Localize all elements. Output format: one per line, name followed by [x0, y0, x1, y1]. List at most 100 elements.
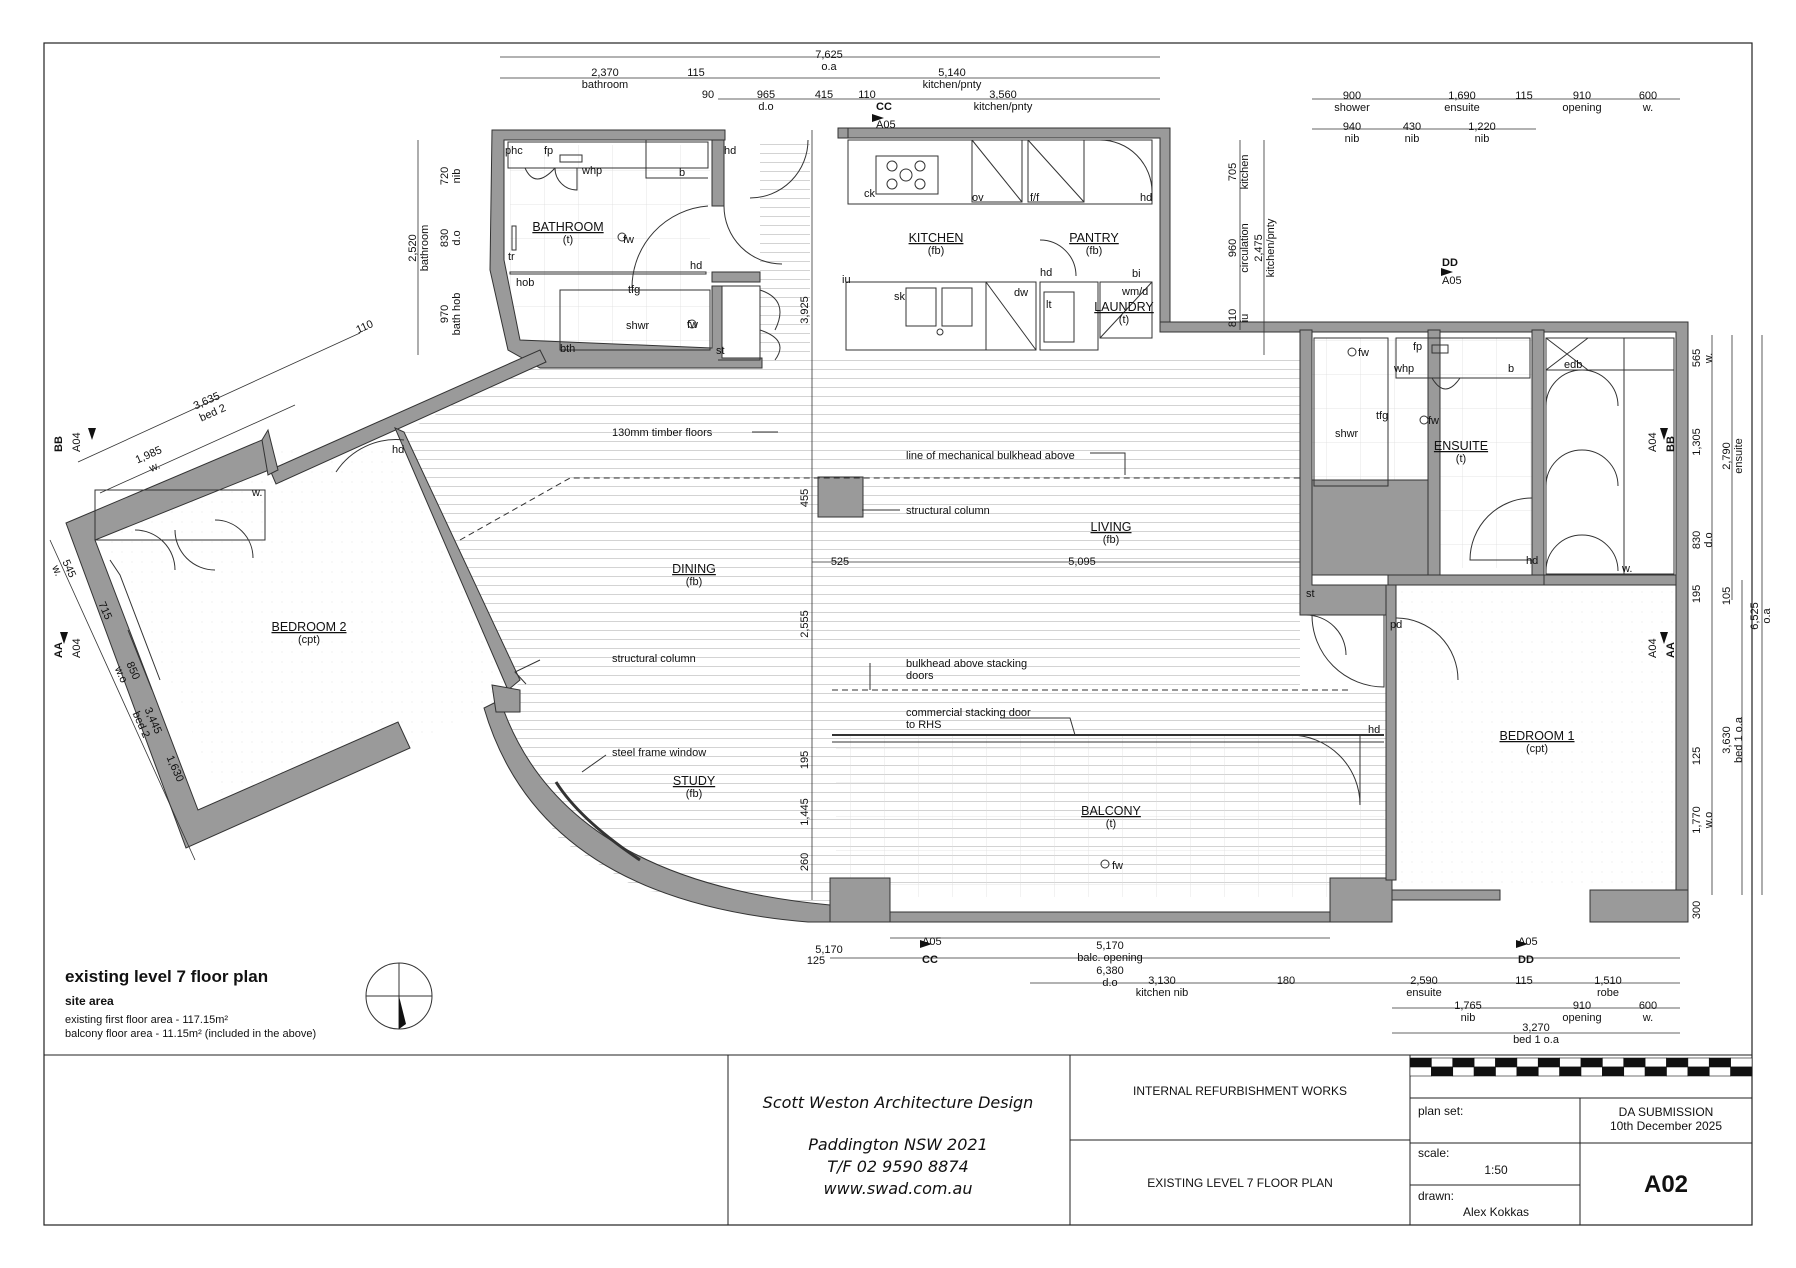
dim-b3-3: 115 — [1515, 975, 1533, 987]
scale-bar-cell — [1623, 1066, 1646, 1077]
note-steel-window: steel frame window — [612, 747, 706, 759]
fixture-hd-balcony: hd — [1368, 724, 1380, 736]
dim-r-6525: 6,525 — [1749, 602, 1761, 630]
dim-b4-1: 910 — [1573, 1000, 1591, 1012]
scale-value: 1:50 — [1484, 1163, 1508, 1177]
dim-b4-0-label: nib — [1461, 1012, 1476, 1024]
dim-top2-0-label: bathroom — [582, 79, 628, 91]
dim-top2-2-label: kitchen/pnty — [923, 79, 982, 91]
fixture-fw-shower: fw — [687, 319, 698, 331]
scale-bar-cell — [1687, 1066, 1710, 1077]
scale-bar-cell — [1644, 1057, 1667, 1068]
fixture-ck: ck — [864, 188, 876, 200]
fixture-hd-4: hd — [1040, 267, 1052, 279]
note-stacking-door-2: to RHS — [906, 719, 941, 731]
room-laundry-finish: (t) — [1119, 314, 1129, 326]
scale-bar-cell — [1452, 1057, 1475, 1068]
fixture-labels: phc fp whp b fw tr hob tfg shwr fw bth s… — [251, 145, 1632, 872]
scale-bar-cell — [1495, 1066, 1518, 1077]
dim-top3-3: 110 — [858, 89, 876, 101]
dim-bottom-125: 125 — [807, 955, 825, 967]
dim-r-125: 125 — [1691, 747, 1703, 765]
walls — [65, 127, 1689, 923]
section-marker-flags — [60, 114, 1668, 948]
dim-top2-0: 2,370 — [591, 67, 619, 79]
dim-b4-2: 600 — [1639, 1000, 1657, 1012]
scale-bar-cell — [1537, 1057, 1560, 1068]
room-balcony-name: BALCONY — [1081, 804, 1141, 818]
fixture-b-ensuite: b — [1508, 363, 1514, 375]
fixture-iu: iu — [842, 274, 851, 286]
dim-r-105: 105 — [1721, 587, 1733, 605]
dim-bottom-balc-label: balc. opening — [1077, 952, 1142, 964]
dim-top3-0: 90 — [702, 89, 714, 101]
dim-top2-2: 5,140 — [938, 67, 966, 79]
note-timber-floors: 130mm timber floors — [612, 427, 713, 439]
fixture-sk: sk — [894, 291, 906, 303]
vertical-dimension-texts: 720 nib 830 d.o 970 bath hob 2,520 bathr… — [407, 155, 1773, 920]
fixture-ff: f/f — [1030, 192, 1040, 204]
dim-top3-1-label: d.o — [758, 101, 773, 113]
dim-bottom-bed1: 3,270 — [1522, 1022, 1550, 1034]
scale-bar-cell — [1602, 1066, 1625, 1077]
dim-b3-2-label: ensuite — [1406, 987, 1441, 999]
section-cc-top-ref: A05 — [876, 119, 896, 131]
dim-r-565-label: w. — [1703, 353, 1715, 364]
scale-bar-cell — [1559, 1057, 1582, 1068]
fixture-fp-ensuite: fp — [1413, 341, 1422, 353]
fixture-st: st — [716, 345, 725, 357]
dim-bath-970: 970 — [439, 305, 451, 323]
drawn-value: Alex Kokkas — [1463, 1205, 1529, 1219]
dim-kit-705: 705 — [1227, 163, 1239, 181]
fixtures — [94, 130, 1675, 1030]
firm-name: Scott Weston Architecture Design — [763, 1093, 1034, 1112]
dim-ens1-0: 900 — [1343, 90, 1361, 102]
note-bulkhead-stacking-2: doors — [906, 670, 934, 682]
room-bedroom1-finish: (cpt) — [1526, 743, 1548, 755]
room-kitchen-name: KITCHEN — [909, 231, 964, 245]
note-bulkhead-stacking-1: bulkhead above stacking — [906, 658, 1027, 670]
scale-bar-cell — [1473, 1066, 1496, 1077]
dim-r-6525-label: o.a — [1761, 607, 1773, 623]
scale-bar-cell — [1537, 1066, 1560, 1077]
note-bulkhead: line of mechanical bulkhead above — [906, 450, 1075, 462]
room-bathroom-finish: (t) — [563, 234, 573, 246]
dim-kit-960: 960 — [1227, 239, 1239, 257]
dim-r-300: 300 — [1691, 901, 1703, 919]
fixture-bth: bth — [560, 343, 575, 355]
scale-bar-cell — [1452, 1066, 1475, 1077]
room-dining-finish: (fb) — [686, 576, 703, 588]
dim-top3-2: 415 — [815, 89, 833, 101]
title-block-labels: plan set: scale: drawn: — [1418, 1104, 1463, 1203]
dim-ens1-4: 600 — [1639, 90, 1657, 102]
fixture-bi: bi — [1132, 268, 1141, 280]
dim-r-2790-label: ensuite — [1733, 438, 1745, 473]
section-bb-left-ref: A04 — [71, 432, 83, 452]
dim-b3-4: 1,510 — [1594, 975, 1622, 987]
scale-bar-cell — [1623, 1057, 1646, 1068]
scale-bar-cell — [1666, 1057, 1689, 1068]
fixture-fw-ensuite: fw — [1358, 347, 1369, 359]
room-pantry-name: PANTRY — [1069, 231, 1119, 245]
room-study-name: STUDY — [673, 774, 716, 788]
note-stacking-door-1: commercial stacking door — [906, 707, 1031, 719]
firm-address: Paddington NSW 2021 — [808, 1135, 988, 1154]
dim-top-oa-label: o.a — [821, 61, 837, 73]
dim-ens1-1: 1,690 — [1448, 90, 1476, 102]
scale-bar — [1409, 1057, 1753, 1077]
fixture-fw-balcony: fw — [1112, 860, 1123, 872]
dim-bath-830-label: d.o — [451, 230, 463, 245]
fixture-hob: hob — [516, 277, 534, 289]
section-dd-bottom: DD — [1518, 954, 1534, 966]
dim-living-5095: 5,095 — [1068, 556, 1096, 568]
room-living-finish: (fb) — [1103, 534, 1120, 546]
dim-r-2790: 2,790 — [1721, 442, 1733, 470]
plan-set-value: DA SUBMISSION — [1619, 1105, 1714, 1119]
dimension-texts: 7,625 o.a 2,370 bathroom 115 5,140 kitch… — [582, 49, 1657, 1046]
room-ensuite-finish: (t) — [1456, 453, 1466, 465]
room-labels: BATHROOM (t) KITCHEN (fb) PANTRY (fb) LA… — [271, 220, 1574, 830]
section-dd-top-ref: A05 — [1442, 275, 1462, 287]
dim-bottom-bed1-label: bed 1 o.a — [1513, 1034, 1560, 1046]
room-laundry-name: LAUNDRY — [1094, 300, 1154, 314]
